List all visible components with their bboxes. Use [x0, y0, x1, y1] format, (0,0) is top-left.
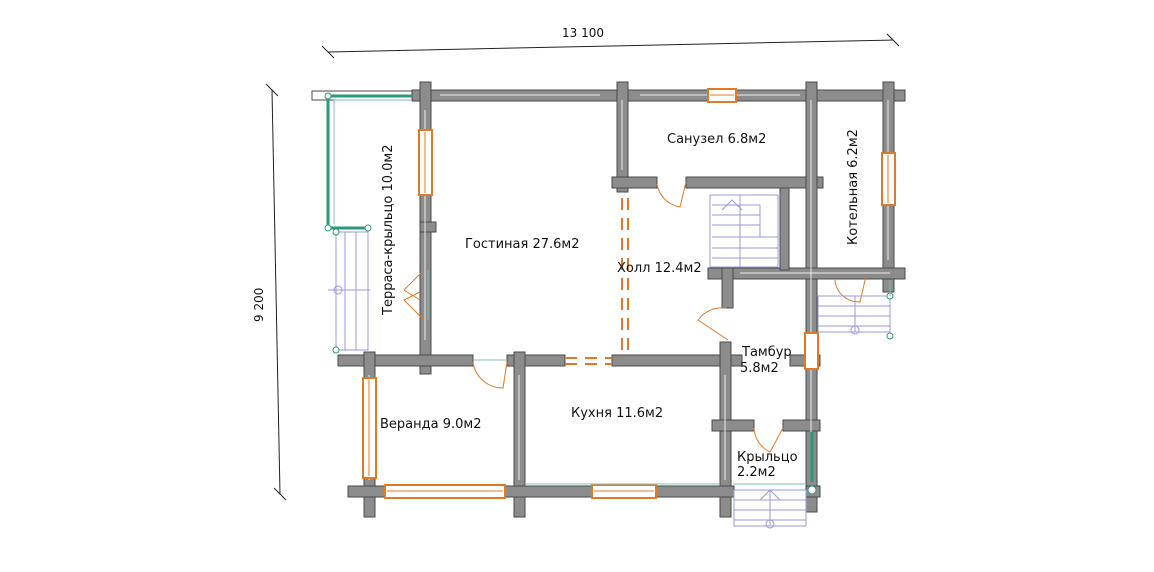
- height-label: 9 200: [252, 288, 266, 322]
- open-partition: [565, 198, 629, 365]
- stairs-terrace: [328, 228, 370, 354]
- width-label: 13 100: [562, 26, 604, 40]
- room-bathroom-label: Санузел 6.8м2: [667, 132, 766, 147]
- room-vestibule-name: Тамбур: [741, 345, 792, 360]
- windows: [362, 88, 896, 499]
- door-bathroom: [656, 181, 687, 208]
- terrace-railing: [324, 92, 412, 232]
- room-labels: Терраса-крыльцо 10.0м2 Гостиная 27.6м2 С…: [380, 129, 861, 480]
- room-porch-area: 2.2м2: [737, 465, 776, 480]
- stairs-boiler-exit: [817, 292, 894, 340]
- room-kitchen-label: Кухня 11.6м2: [571, 406, 663, 421]
- door-porch: [753, 427, 784, 453]
- dimension-height: 9 200: [252, 83, 287, 501]
- door-veranda: [472, 361, 508, 389]
- window-vestibule: [804, 332, 819, 370]
- stairs-hall: [709, 194, 779, 268]
- room-vestibule-area: 5.8м2: [740, 361, 779, 376]
- door-terrace: [403, 269, 425, 321]
- room-hall-label: Холл 12.4м2: [617, 261, 702, 276]
- stairs-porch: [733, 432, 817, 529]
- doors: [403, 181, 867, 453]
- walls: [311, 81, 906, 518]
- room-porch-name: Крыльцо: [737, 450, 798, 465]
- room-veranda-label: Веранда 9.0м2: [380, 417, 481, 432]
- dimension-width: 13 100: [321, 26, 900, 59]
- room-terrace-label: Терраса-крыльцо 10.0м2: [381, 144, 396, 316]
- door-vestibule: [697, 307, 729, 341]
- door-boiler: [834, 275, 867, 303]
- thin-lines: [525, 280, 891, 485]
- room-boiler-label: Котельная 6.2м2: [846, 129, 861, 245]
- room-living-label: Гостиная 27.6м2: [465, 237, 580, 252]
